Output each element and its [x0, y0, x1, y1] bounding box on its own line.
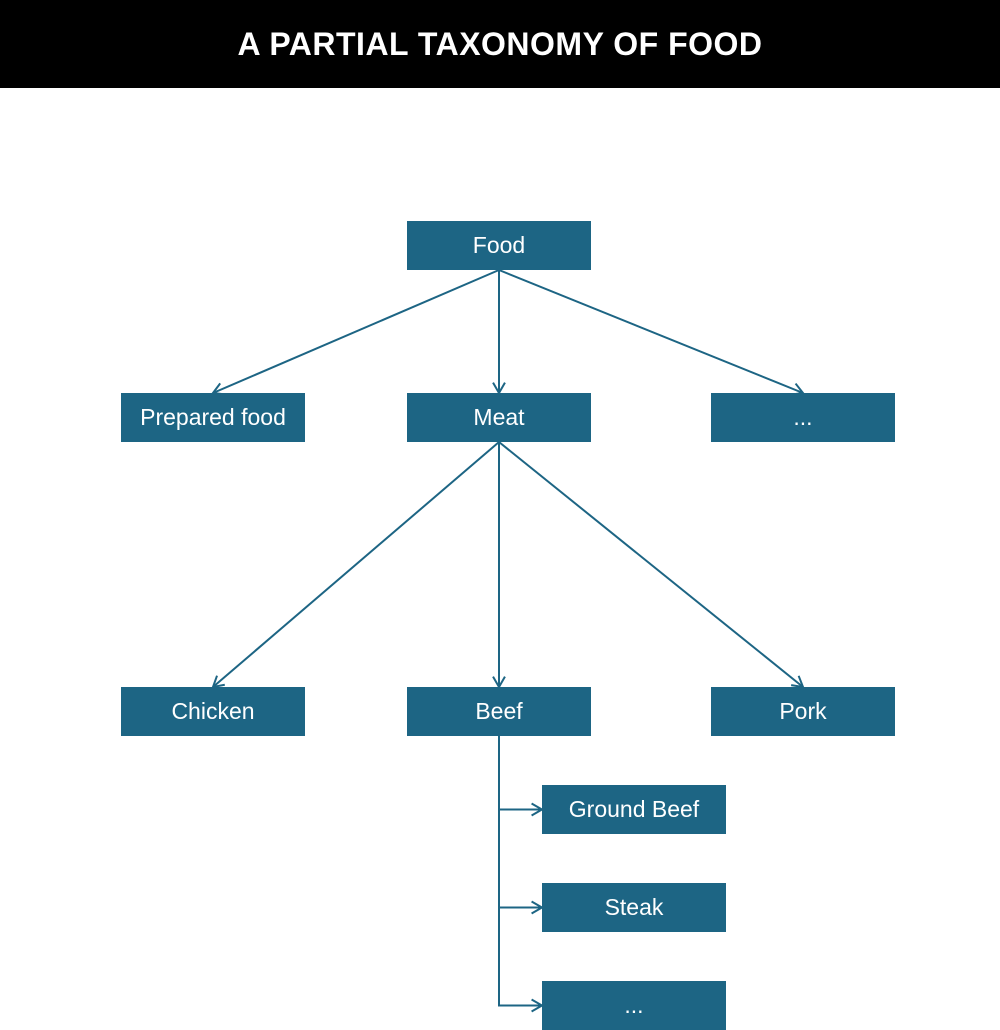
edge-food-to-prepared-food [212, 269, 500, 394]
node-pork: Pork [711, 687, 895, 736]
node-meat: Meat [407, 393, 591, 442]
node-beef: Beef [407, 687, 591, 736]
edge-beef-to-ground-beef [498, 736, 542, 811]
title-bar: A PARTIAL TAXONOMY OF FOOD [0, 0, 1000, 88]
node-ground-beef: Ground Beef [542, 785, 726, 834]
node-more-food: ... [711, 393, 895, 442]
edge-meat-to-pork [498, 441, 804, 688]
edge-beef-to-steak [498, 736, 542, 909]
node-steak: Steak [542, 883, 726, 932]
edge-beef-to-more-beef [498, 736, 542, 1007]
edge-meat-to-chicken [212, 441, 500, 688]
node-chicken: Chicken [121, 687, 305, 736]
diagram-title: A PARTIAL TAXONOMY OF FOOD [237, 25, 763, 62]
node-food: Food [407, 221, 591, 270]
edge-food-to-more-food [498, 269, 804, 394]
node-prepared-food: Prepared food [121, 393, 305, 442]
node-more-beef: ... [542, 981, 726, 1030]
